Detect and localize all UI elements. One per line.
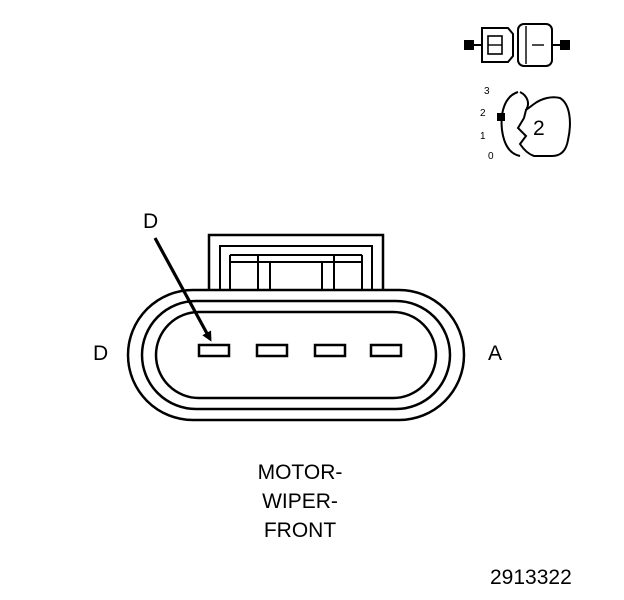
connector-body xyxy=(126,233,466,422)
terminal-cavity-c xyxy=(255,343,289,358)
end-label-a: A xyxy=(488,342,503,365)
position-lock-icon xyxy=(497,91,571,157)
end-label-d: D xyxy=(93,342,109,365)
pointer-label-d: D xyxy=(143,210,159,233)
position-tick-1: 1 xyxy=(480,131,486,142)
active-position-label: 2 xyxy=(533,117,545,140)
terminal-cavity-b xyxy=(313,343,347,358)
terminal-cavity-d xyxy=(197,343,231,358)
connector-caption: MOTOR- WIPER- FRONT xyxy=(230,458,370,545)
position-tick-0: 0 xyxy=(488,151,494,162)
position-tick-3: 3 xyxy=(484,86,490,97)
caption-line-2: WIPER- xyxy=(262,490,338,513)
inline-connector-icon xyxy=(464,23,570,67)
caption-line-3: FRONT xyxy=(263,519,337,542)
caption-line-1: MOTOR- xyxy=(257,461,343,484)
terminal-cavities xyxy=(197,343,403,358)
pointer-arrow xyxy=(153,237,212,342)
figure-number: 2913322 xyxy=(490,566,572,589)
position-tick-2: 2 xyxy=(480,108,486,119)
terminal-cavity-a xyxy=(369,343,403,358)
